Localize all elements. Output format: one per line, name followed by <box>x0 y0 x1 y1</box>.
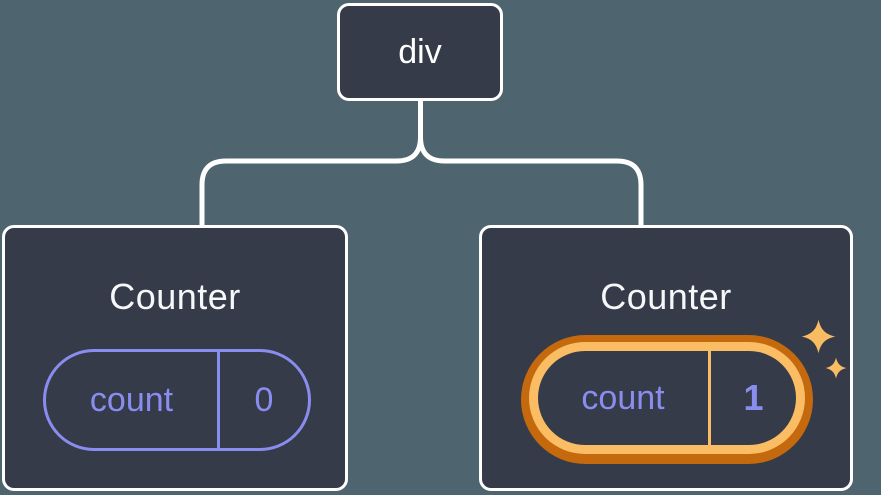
state-key-label: count <box>538 351 711 445</box>
highlight-ring-inner: count 1 <box>529 342 805 454</box>
sparkle-icon <box>825 357 847 379</box>
connector-right-branch <box>418 98 644 230</box>
state-pill-highlighted: count 1 <box>538 351 796 445</box>
state-value: 1 <box>743 377 764 418</box>
counter-card-right: Counter count 1 <box>479 225 853 491</box>
sparkle-icon <box>801 319 836 354</box>
state-value: 0 <box>254 380 274 419</box>
root-node: div <box>337 3 503 101</box>
state-key-label: count <box>46 352 220 448</box>
component-title: Counter <box>600 276 732 317</box>
component-title: Counter <box>109 276 241 317</box>
state-pill: count 0 <box>43 349 311 451</box>
counter-card-left: Counter count 0 <box>2 225 348 491</box>
highlight-ring-outer: count 1 <box>521 335 813 464</box>
root-node-label: div <box>398 32 442 71</box>
connector-left-branch <box>199 98 423 230</box>
